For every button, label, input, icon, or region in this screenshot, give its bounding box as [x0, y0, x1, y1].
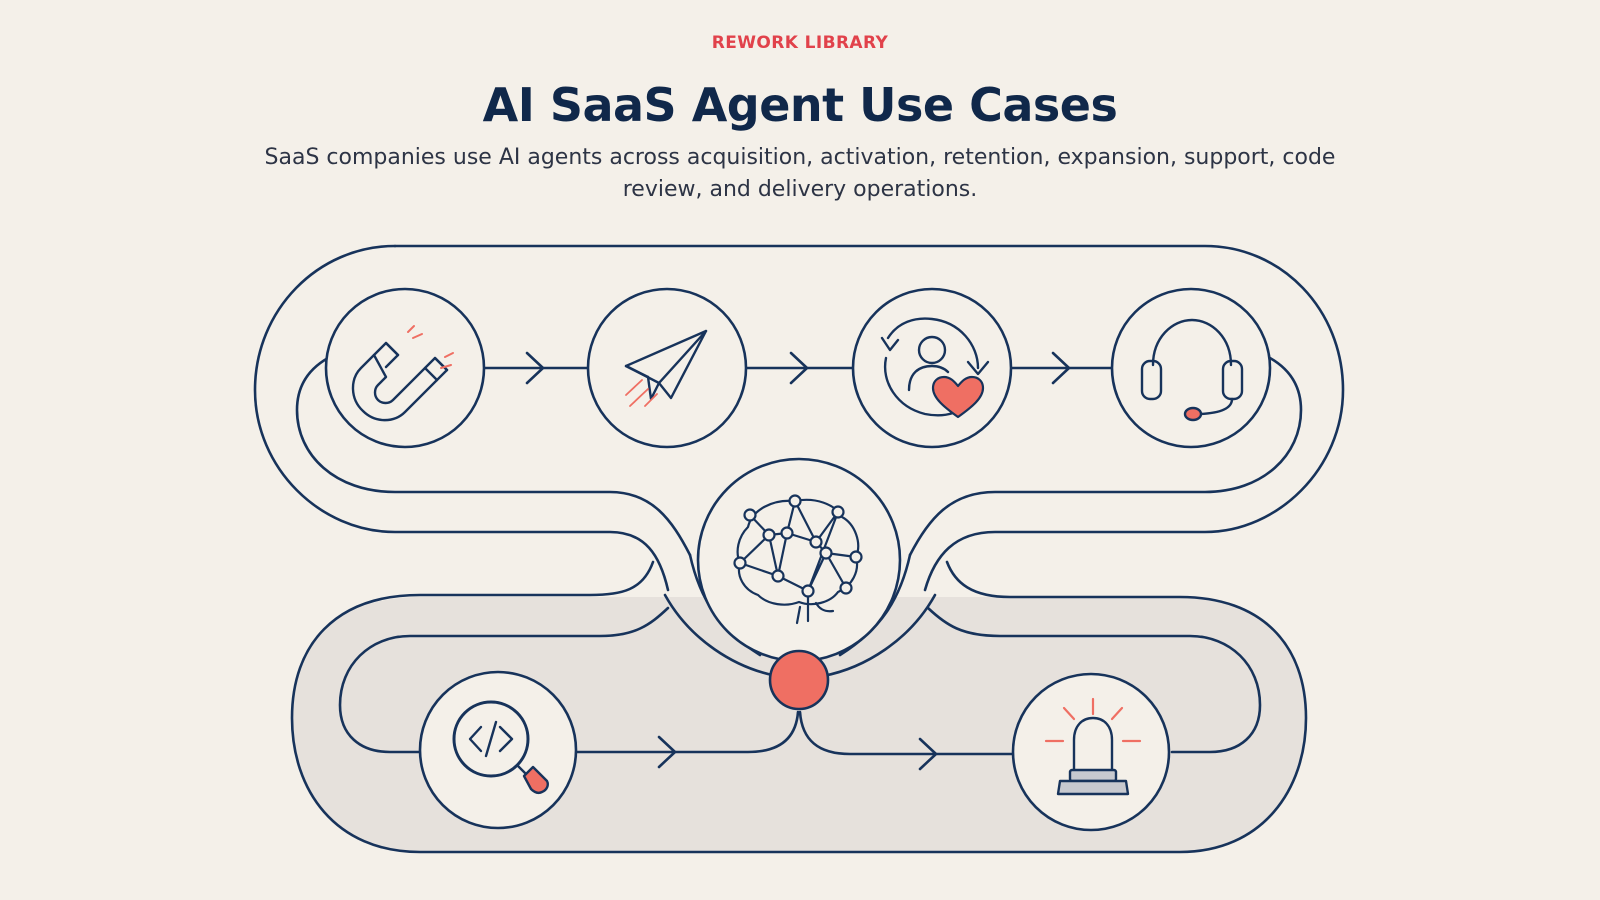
node-acquisition: [324, 287, 486, 449]
node-delivery-ops: [1011, 672, 1171, 832]
eyebrow-label: REWORK LIBRARY: [711, 33, 889, 53]
upper-inner-track: [295, 356, 692, 557]
node-activation: [586, 287, 748, 449]
node-agent-core: [696, 457, 902, 663]
paper-plane-icon: [624, 329, 708, 407]
hub-node: [768, 649, 830, 711]
user-heart-cycle-icon: [880, 317, 990, 419]
page-title: AI SaaS Agent Use Cases: [482, 78, 1118, 132]
alert-siren-icon: [1044, 697, 1142, 796]
node-code-review: [418, 670, 578, 830]
node-support: [1110, 287, 1272, 449]
page-subtitle: SaaS companies use AI agents across acqu…: [264, 145, 1336, 202]
code-search-icon: [452, 700, 549, 794]
headset-icon: [1140, 318, 1244, 422]
upper-outer-track: [393, 244, 1345, 592]
magnet-icon: [351, 325, 454, 422]
neural-brain-icon: [733, 494, 863, 625]
node-retention: [851, 287, 1013, 449]
